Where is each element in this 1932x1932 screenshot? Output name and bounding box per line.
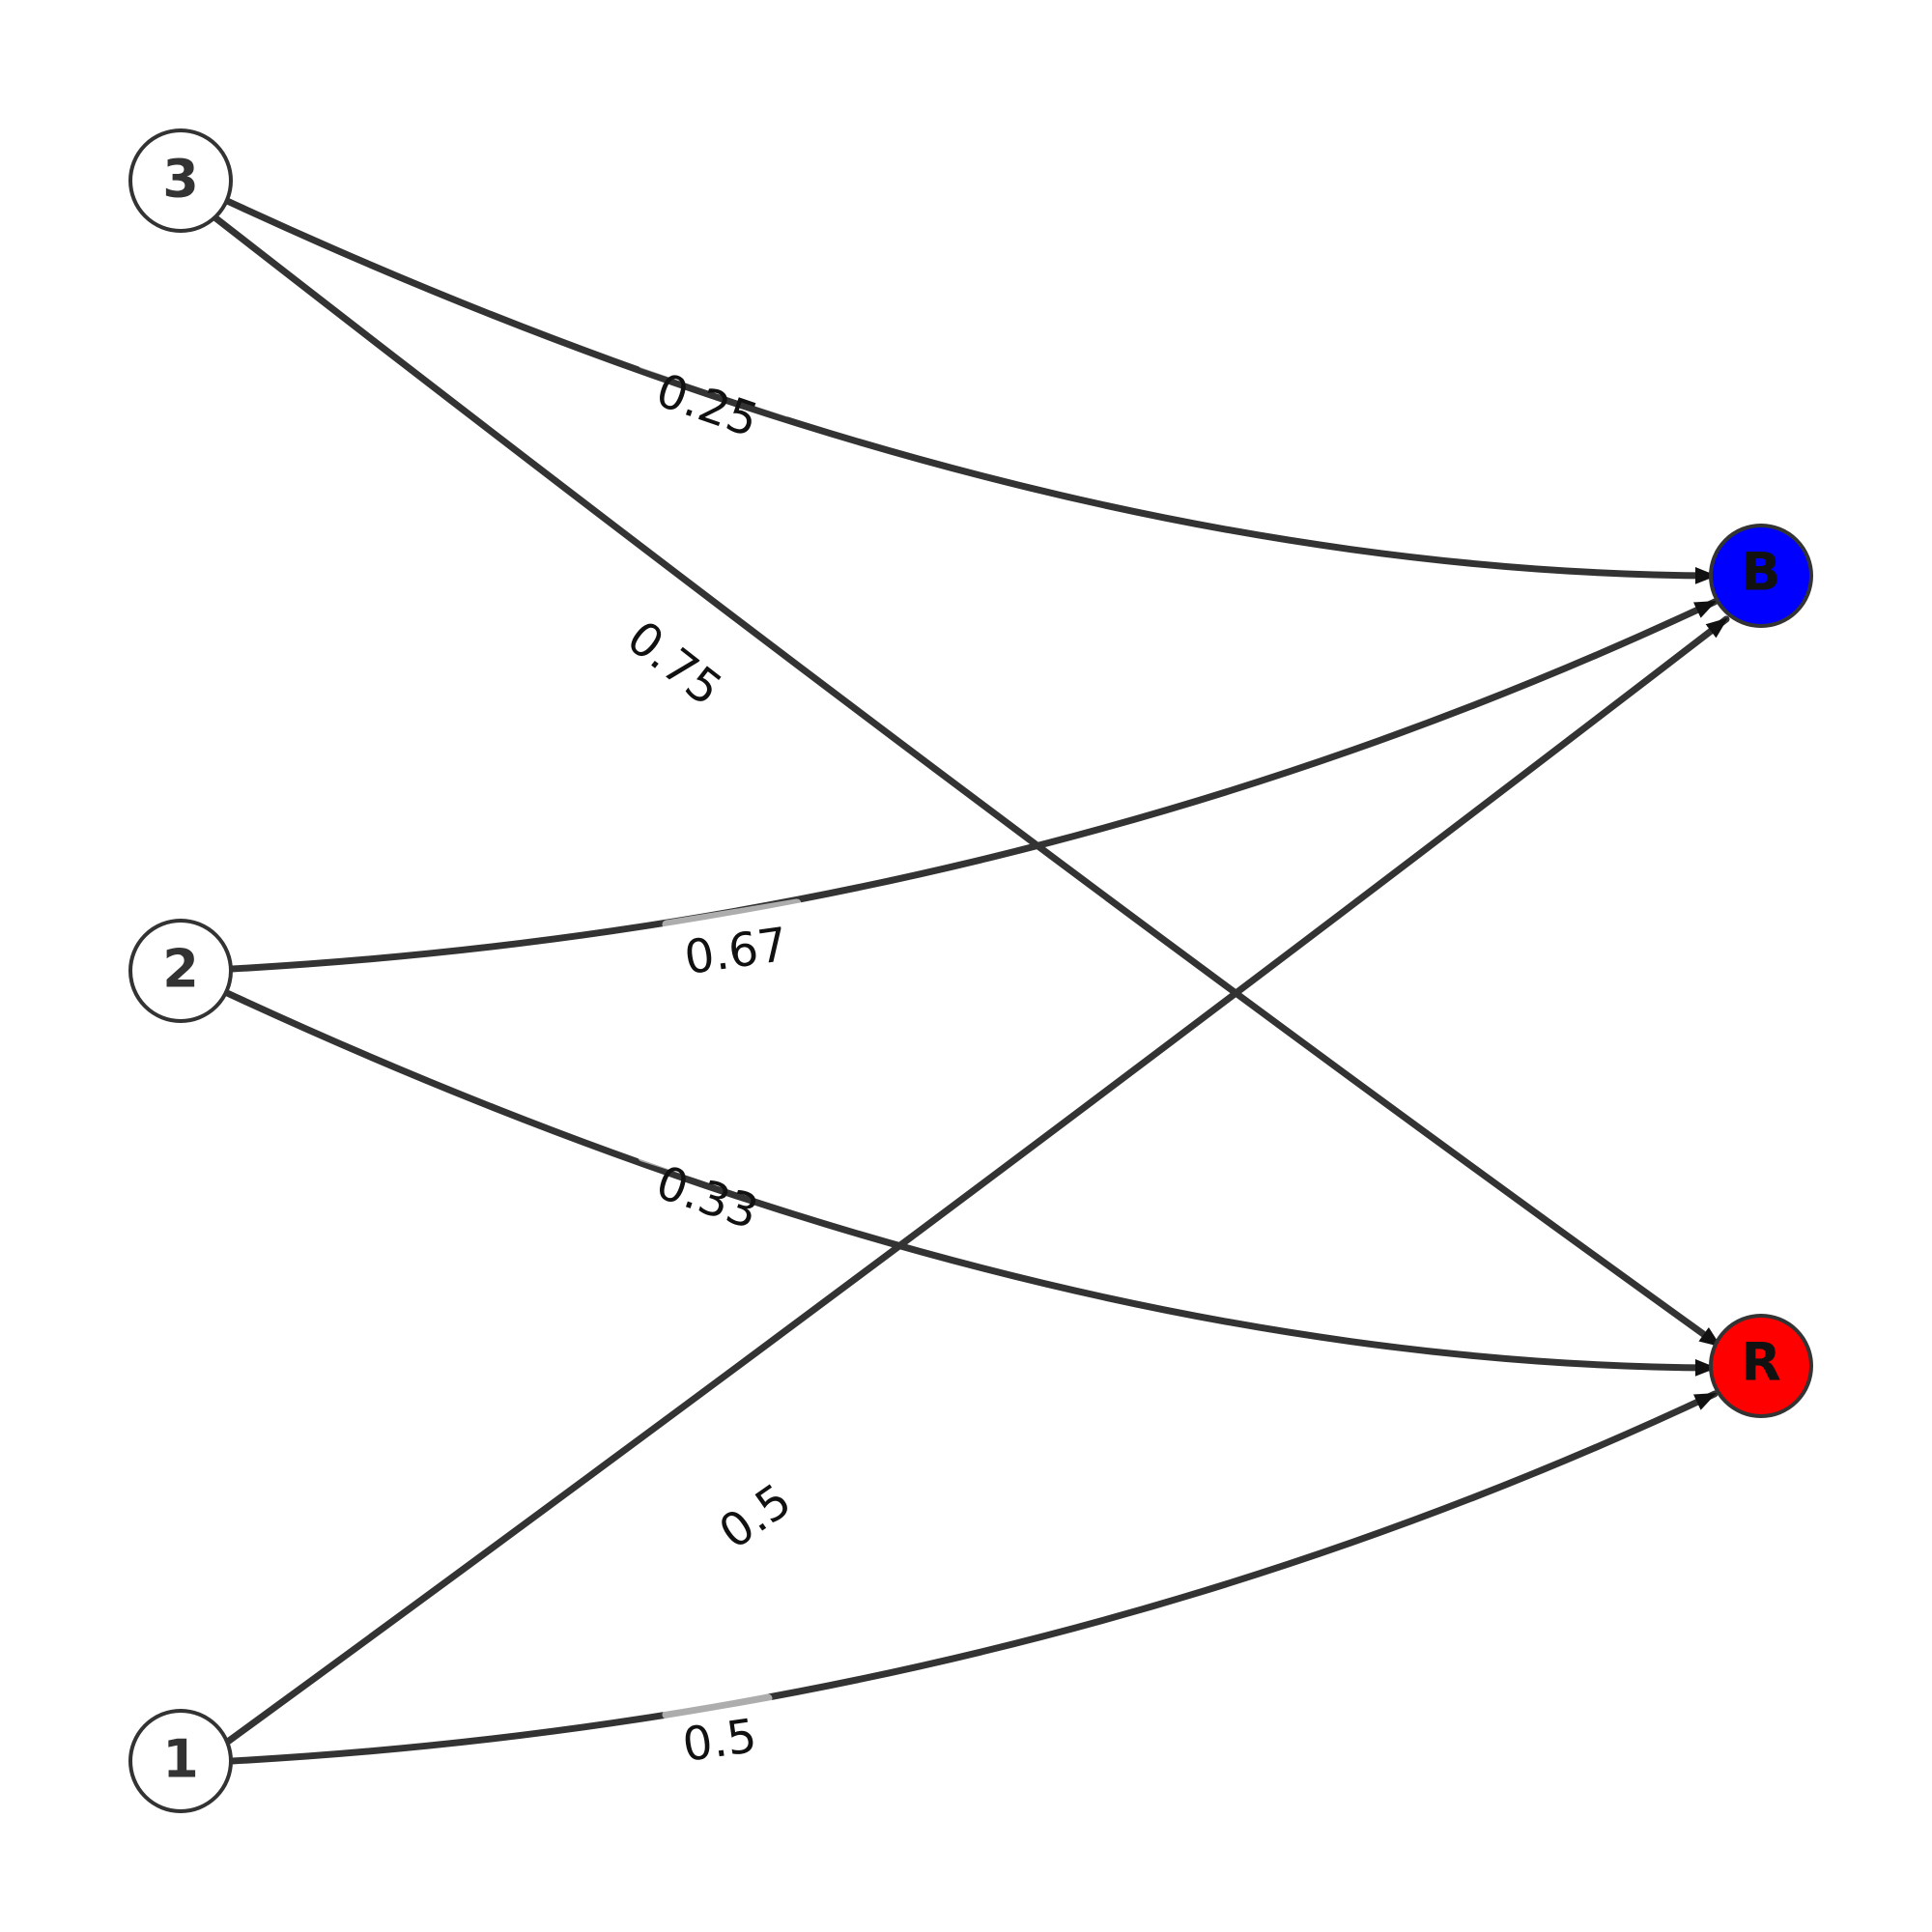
node-1-label: 1 xyxy=(162,1729,199,1790)
node-1-circle xyxy=(128,1709,233,1813)
label-backing-3-r xyxy=(608,604,735,715)
edge-3-to-r xyxy=(210,213,1723,1350)
label-backing-3-b xyxy=(638,359,792,417)
edge-weight-3-b: 0.25 xyxy=(649,363,764,448)
node-2-label: 2 xyxy=(162,939,199,1000)
label-backing-2-b xyxy=(662,898,802,929)
nodes: 3 2 1 B R xyxy=(128,128,1813,1813)
node-r: R xyxy=(1709,1314,1813,1418)
node-r-label: R xyxy=(1741,1332,1781,1393)
edge-weight-2-b: 0.67 xyxy=(681,918,791,985)
node-b-circle xyxy=(1709,524,1813,628)
node-2-circle xyxy=(128,919,233,1023)
edge-labels: 0.25 0.75 0.67 0.33 0.5 0.5 xyxy=(608,359,802,1773)
node-3-circle xyxy=(128,128,233,233)
edge-weight-1-b: 0.5 xyxy=(710,1473,802,1560)
edges xyxy=(210,196,1730,1765)
node-1: 1 xyxy=(128,1709,233,1813)
node-r-circle xyxy=(1709,1314,1813,1418)
label-backing-1-r xyxy=(662,1693,773,1719)
node-b: B xyxy=(1709,524,1813,628)
edge-3-to-b xyxy=(221,196,1719,584)
edge-1-to-r xyxy=(228,1390,1719,1765)
edge-weight-1-r: 0.5 xyxy=(679,1709,759,1773)
edge-2-to-r xyxy=(221,988,1719,1377)
edge-1-to-b xyxy=(221,615,1730,1747)
edge-2-to-b xyxy=(228,598,1719,973)
edge-weight-2-r: 0.33 xyxy=(649,1155,764,1240)
node-b-label: B xyxy=(1741,542,1780,603)
node-3-label: 3 xyxy=(162,149,199,210)
label-backing-2-r xyxy=(638,1152,792,1208)
node-3: 3 xyxy=(128,128,233,233)
node-2: 2 xyxy=(128,919,233,1023)
